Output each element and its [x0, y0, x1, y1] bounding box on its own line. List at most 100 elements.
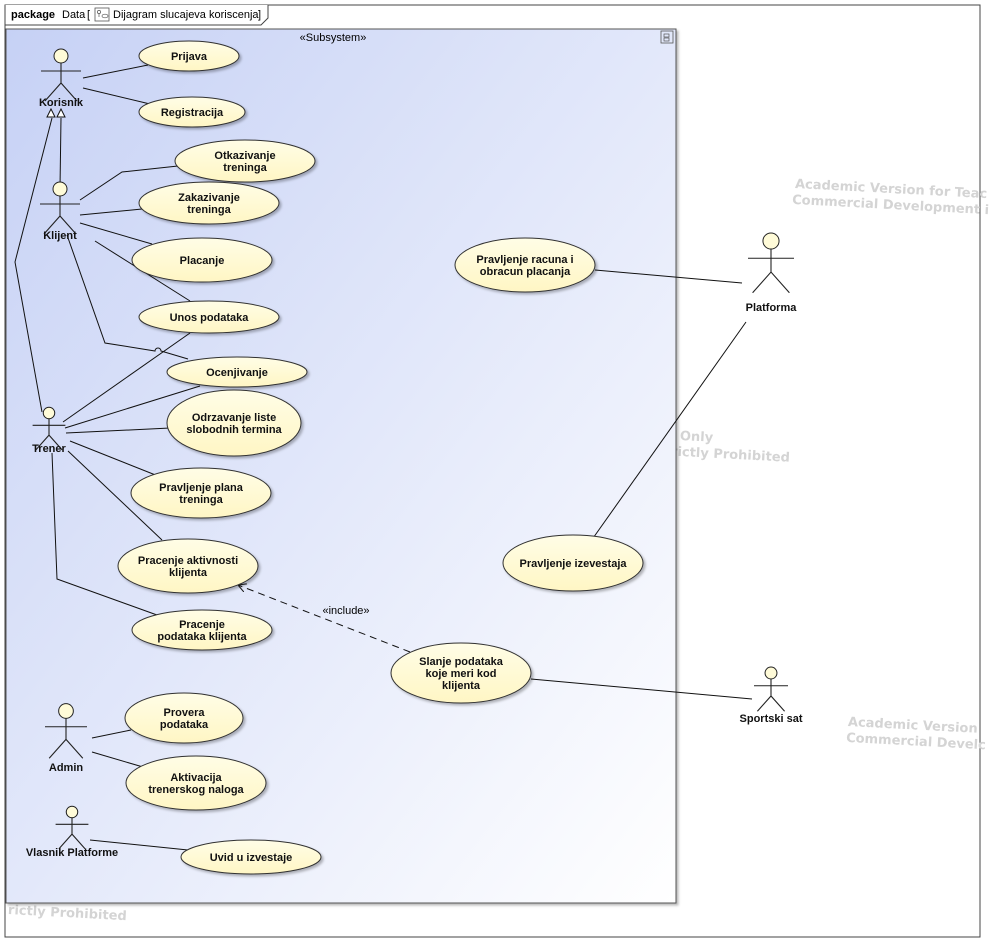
actor-admin[interactable]: Admin — [45, 703, 87, 774]
actor-label: Admin — [49, 762, 84, 774]
use-cases: Prijava Registracija Otkazivanjetreninga… — [117, 40, 644, 875]
usecase-label: Aktivacija — [170, 772, 222, 784]
usecase-label: trenerskog naloga — [148, 784, 244, 796]
association-line — [594, 269, 743, 284]
usecase-unos-podataka[interactable]: Unos podataka — [138, 300, 280, 334]
usecase-label: Uvid u izvestaje — [210, 852, 293, 864]
generalization-arrows — [14, 107, 66, 413]
generalization-line — [14, 117, 53, 413]
actor-label: Platforma — [746, 302, 798, 314]
generalization-arrowhead — [56, 107, 66, 118]
actor-klijent[interactable]: Klijent — [40, 181, 80, 242]
association-line — [67, 450, 163, 541]
usecase-label: koje meri kod — [426, 668, 497, 680]
association-line — [89, 839, 189, 851]
usecase-label: Otkazivanje — [214, 150, 275, 162]
usecase-label: Zakazivanje — [178, 192, 240, 204]
diagram-type-icon — [94, 7, 110, 22]
usecase-label: Ocenjivanje — [206, 367, 268, 379]
usecase-label: Odrzavanje liste — [192, 412, 276, 424]
usecase-ellipse — [502, 534, 644, 592]
usecase-ellipse — [138, 181, 280, 225]
association-line — [65, 427, 171, 434]
usecase-ellipse — [180, 839, 322, 875]
usecase-ocenjivanje[interactable]: Ocenjivanje — [166, 356, 308, 388]
association-line — [82, 87, 151, 105]
usecase-ellipse — [138, 300, 280, 334]
actor-platforma[interactable]: Platforma — [746, 232, 798, 314]
generalization-line — [59, 117, 62, 189]
usecase-uvid-u-izvestaje[interactable]: Uvid u izvestaje — [180, 839, 322, 875]
association-line — [69, 440, 159, 477]
usecase-label: treninga — [187, 204, 231, 216]
generalization-arrowhead — [46, 107, 56, 118]
usecase-ellipse — [138, 40, 240, 72]
usecase-label: klijenta — [442, 680, 481, 692]
usecase-label: Pravljenje racuna i — [476, 254, 573, 266]
usecase-label: slobodnih termina — [186, 424, 282, 436]
actor-head — [764, 666, 778, 680]
watermark: Only rictly Prohibited — [671, 429, 791, 466]
actor-body — [55, 817, 89, 850]
usecase-label: Unos podataka — [170, 312, 250, 324]
actor-head — [762, 232, 780, 250]
subsystem-stereotype: «Subsystem» — [300, 32, 367, 44]
usecase-label: Pravljenje plana — [159, 482, 244, 494]
actor-head — [58, 703, 74, 719]
actor-head — [42, 406, 56, 420]
usecase-label: Registracija — [161, 107, 224, 119]
actor-head — [53, 48, 69, 64]
usecase-ellipse — [131, 237, 273, 283]
actor-trener[interactable]: Trener — [32, 406, 67, 455]
watermark: Academic Version Commercial Develc — [846, 715, 986, 753]
include-label: «include» — [322, 605, 369, 617]
actor-body — [748, 249, 794, 294]
association-line — [79, 222, 153, 245]
usecase-ellipse — [454, 237, 596, 293]
usecase-ellipse — [166, 356, 308, 388]
actor-label: Sportski sat — [740, 713, 803, 725]
actors: Korisnik Klijent Trener Admin Vlasnik Pl… — [26, 48, 803, 859]
usecase-ellipse — [138, 96, 246, 128]
association-line — [62, 332, 191, 423]
svg-text:Only: Only — [680, 429, 715, 446]
usecase-label: Pracenje aktivnosti — [138, 555, 238, 567]
actor-body — [40, 196, 80, 235]
usecase-label: Slanje podataka — [419, 656, 504, 668]
association-line — [530, 678, 753, 700]
svg-text:Academic Version: Academic Version — [848, 715, 978, 737]
actor-korisnik[interactable]: Korisnik — [39, 48, 84, 109]
frame-keyword: package — [11, 9, 55, 21]
usecase-ellipse — [166, 389, 302, 457]
usecase-label: Prijava — [171, 51, 208, 63]
package-frame-tab — [4, 5, 269, 26]
usecase-registracija[interactable]: Registracija — [138, 96, 246, 128]
usecase-pravljenje-izvestaja[interactable]: Pravljenje izevestaja — [502, 534, 644, 592]
usecase-label: treninga — [179, 494, 223, 506]
usecase-prijava[interactable]: Prijava — [138, 40, 240, 72]
actor-body — [45, 718, 87, 759]
usecase-placanje[interactable]: Placanje — [131, 237, 273, 283]
association-line — [79, 208, 143, 216]
usecase-ellipse — [117, 538, 259, 594]
usecase-label: podataka — [160, 719, 209, 731]
frame-open-bracket: [ — [87, 9, 90, 21]
actor-label: Vlasnik Platforme — [26, 847, 118, 859]
actor-vlasnik-platforme[interactable]: Vlasnik Platforme — [26, 805, 118, 859]
usecase-label: Pracenje — [179, 619, 225, 631]
usecase-label: Pravljenje izevestaja — [519, 558, 627, 570]
actor-sportski-sat[interactable]: Sportski sat — [740, 666, 803, 725]
actor-label: Klijent — [43, 230, 77, 242]
association-line — [51, 452, 158, 616]
